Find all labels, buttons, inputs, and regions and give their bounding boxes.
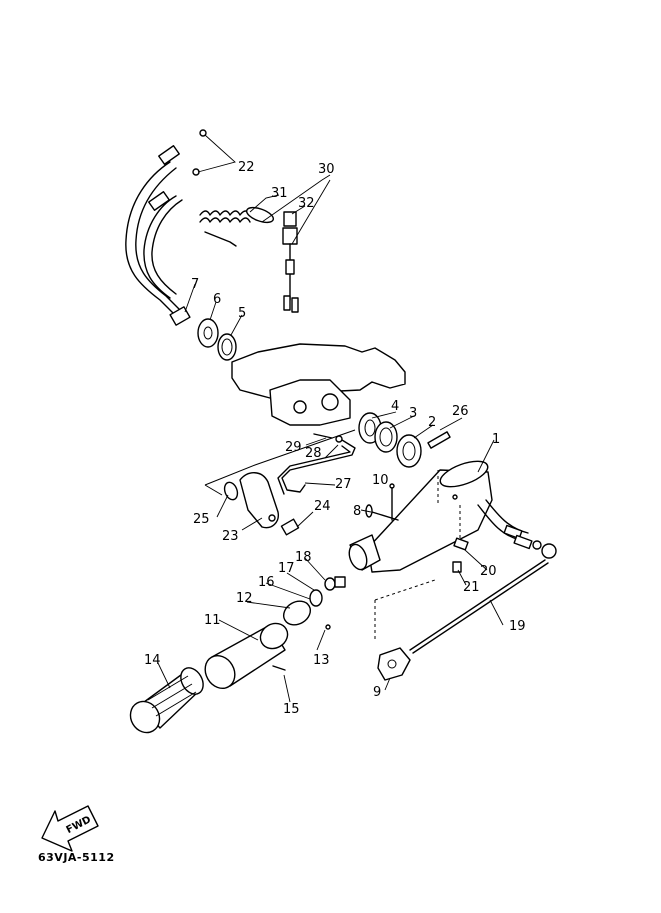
part-label-15: 15 <box>283 702 300 717</box>
part-label-2: 2 <box>428 415 436 430</box>
part-label-13: 13 <box>313 653 330 668</box>
friction-parts <box>309 576 346 607</box>
part-label-6: 6 <box>213 292 221 307</box>
part-label-8: 8 <box>353 504 361 519</box>
part-label-3: 3 <box>409 406 417 421</box>
part-label-18: 18 <box>295 550 312 565</box>
stop-switch-assembly <box>199 206 299 313</box>
part-label-7: 7 <box>191 277 199 292</box>
part-label-5: 5 <box>238 306 246 321</box>
rod-bracket <box>374 579 436 681</box>
washer-stack <box>358 412 451 468</box>
part-label-27: 27 <box>335 477 352 492</box>
steering-bracket <box>231 343 406 426</box>
part-label-26: 26 <box>452 404 469 419</box>
part-label-17: 17 <box>278 561 295 576</box>
part-label-30: 30 <box>318 162 335 177</box>
fwd-arrow-icon: FWD <box>41 805 99 852</box>
steering-handle <box>348 460 493 573</box>
part-label-21: 21 <box>463 580 480 595</box>
part-label-28: 28 <box>305 446 322 461</box>
part-label-31: 31 <box>271 186 288 201</box>
throttle-rod <box>409 499 557 654</box>
part-label-19: 19 <box>509 619 526 634</box>
part-label-14: 14 <box>144 653 161 668</box>
part-labels: 22 30 31 32 7 6 5 4 3 2 26 1 29 28 27 10… <box>144 160 526 717</box>
part-label-10: 10 <box>372 473 389 488</box>
part-label-11: 11 <box>204 613 221 628</box>
part-label-9: 9 <box>373 685 381 700</box>
part-label-29: 29 <box>285 440 302 455</box>
seal-parts-upper <box>169 306 237 361</box>
document-code: 63VJA-5112 <box>38 851 115 864</box>
part-label-25: 25 <box>193 512 210 527</box>
throttle-grip <box>129 600 331 734</box>
part-label-16: 16 <box>258 575 275 590</box>
part-label-12: 12 <box>236 591 253 606</box>
part-label-23: 23 <box>222 529 239 544</box>
part-label-32: 32 <box>298 196 315 211</box>
part-label-22: 22 <box>238 160 255 175</box>
throttle-plate <box>204 429 356 536</box>
part-label-1: 1 <box>492 432 500 447</box>
part-label-4: 4 <box>391 399 399 414</box>
screws-mid <box>365 483 399 521</box>
throttle-shaft <box>277 433 356 495</box>
part-label-24: 24 <box>314 499 331 514</box>
part-label-20: 20 <box>480 564 497 579</box>
leader-lines <box>157 134 504 703</box>
